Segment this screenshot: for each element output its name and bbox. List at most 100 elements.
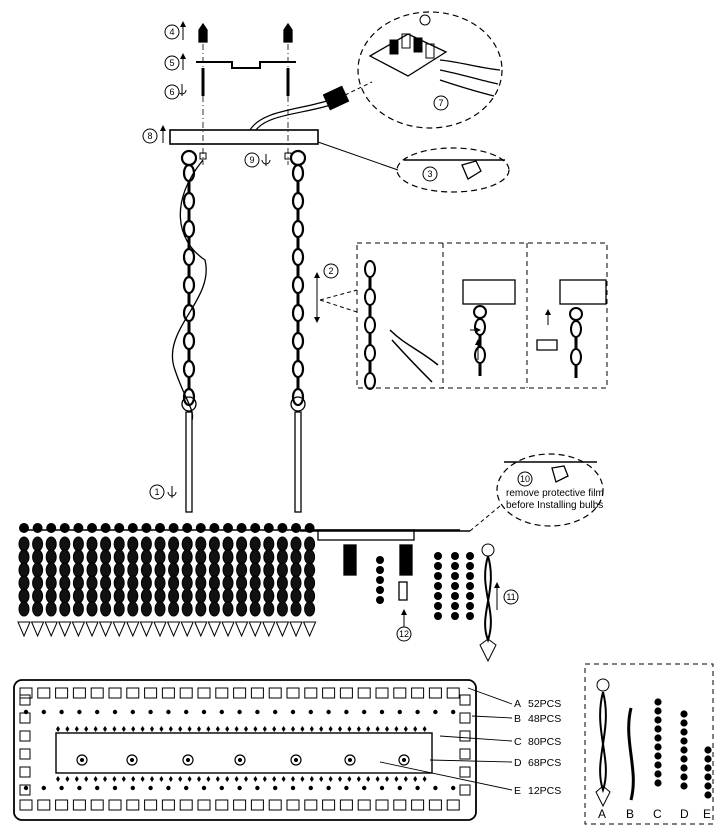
inner-diamond-bottom (272, 776, 277, 782)
inner-diamond-bottom (338, 776, 342, 782)
ring-piece-bottom (428, 799, 442, 811)
curtain-bead (154, 549, 166, 565)
ring-piece-bottom (108, 799, 122, 811)
curtain-bead (100, 536, 112, 552)
crystal-curtain (17, 523, 317, 638)
curtain-bead (18, 575, 30, 591)
ring-bead-top (344, 709, 349, 715)
curtain-bead (100, 575, 112, 591)
part-qty-c: 80PCS (528, 736, 561, 748)
part-qty-b: 48PCS (528, 713, 561, 725)
inner-diamond-bottom (215, 776, 220, 782)
curtain-drop (207, 621, 222, 638)
curtain-bead (222, 549, 234, 565)
power-cord (171, 159, 207, 421)
step-number-11: 11 (506, 592, 515, 602)
curtain-bead (222, 588, 234, 604)
curtain-bead (181, 575, 193, 591)
ring-bead-top (184, 709, 189, 715)
curtain-top-bead (277, 523, 288, 533)
inner-diamond-bottom (168, 776, 173, 782)
step-number-12: 12 (399, 629, 409, 639)
right-chain-link (291, 331, 305, 351)
inner-diamond-top (244, 726, 248, 732)
right-chain-link (291, 359, 305, 379)
ring-bead-bottom (451, 785, 456, 791)
part-qty-a: 52PCS (528, 698, 561, 710)
ring-bead-top (433, 709, 438, 715)
bead-strand-d (680, 755, 688, 763)
inner-diamond-bottom (253, 776, 258, 782)
inner-diamond-top (74, 726, 79, 732)
ring-bead-bottom (130, 785, 135, 791)
step-circle-1 (149, 484, 165, 500)
curtain-bead (18, 549, 30, 565)
curtain-top-bead (46, 523, 57, 533)
ring-piece-right (459, 748, 471, 760)
inner-diamond-bottom (319, 776, 324, 782)
curtain-bead (249, 575, 261, 591)
curtain-bead (140, 601, 152, 617)
curtain-bead (290, 588, 302, 604)
inner-diamond-bottom (93, 776, 98, 782)
ring-bead-bottom (362, 785, 367, 791)
inner-diamond-top (422, 726, 427, 732)
bead-strand-c (654, 734, 662, 742)
inner-diamond-bottom (403, 776, 408, 782)
curtain-drop (221, 621, 235, 638)
part-labels: A 52PCS B 48PCS C 80PCS D 68PCS E 12PCS (514, 698, 561, 797)
socket-center (238, 758, 242, 762)
curtain-bead (45, 575, 57, 591)
bead-strand-d (680, 773, 688, 781)
step-circle-3 (422, 166, 438, 182)
curtain-drop (71, 621, 86, 638)
ring-piece-bottom (446, 799, 460, 811)
ring-bead-bottom (95, 785, 100, 791)
bead-letter-c: C (653, 807, 662, 821)
curtain-bead (276, 536, 288, 552)
ring-piece-right (459, 694, 471, 706)
step-circle-9 (244, 152, 260, 168)
inner-diamond-bottom (413, 776, 418, 782)
inner-diamond-top (272, 726, 277, 732)
curtain-bead (263, 601, 275, 617)
strand-a-body (484, 555, 492, 643)
chain-left (180, 149, 198, 407)
curtain-bead (222, 536, 234, 552)
curtain-bead (236, 588, 248, 604)
loose-bead (376, 576, 384, 584)
inner-diamond-bottom (225, 776, 230, 782)
curtain-top-bead (209, 523, 220, 533)
curtain-bead (168, 562, 180, 578)
curtain-bead (304, 588, 316, 604)
inner-diamond-top (140, 726, 145, 732)
curtain-drop (302, 621, 317, 638)
socket-ring (398, 754, 410, 766)
curtain-bead (72, 575, 84, 591)
curtain-bead (127, 575, 139, 591)
curtain-bead (113, 562, 125, 578)
panel-chain-a-link (364, 260, 376, 278)
curtain-drop (85, 621, 99, 638)
step-number-6: 6 (169, 87, 174, 97)
ring-piece-bottom (411, 799, 425, 811)
bead-strand-e (704, 791, 712, 799)
bead-strand-c (654, 752, 662, 760)
bead-strand-c (654, 698, 662, 706)
curtain-bead (127, 562, 139, 578)
inner-diamond-top (300, 726, 305, 732)
curtain-bead (263, 549, 275, 565)
ring-piece-top (411, 687, 425, 699)
step-number-4: 4 (169, 27, 174, 37)
bead-strand-d (680, 728, 688, 736)
bead-letter-e: E (703, 807, 711, 821)
loose-bead (466, 612, 474, 620)
bead-strand-e (704, 755, 712, 763)
curtain-bead (86, 575, 98, 591)
loose-bead (466, 602, 474, 610)
curtain-bead (86, 536, 98, 552)
bead-legend-strands (595, 678, 712, 808)
loose-bead (466, 592, 474, 600)
curtain-bead (59, 549, 71, 565)
curtain-bead (113, 601, 125, 617)
